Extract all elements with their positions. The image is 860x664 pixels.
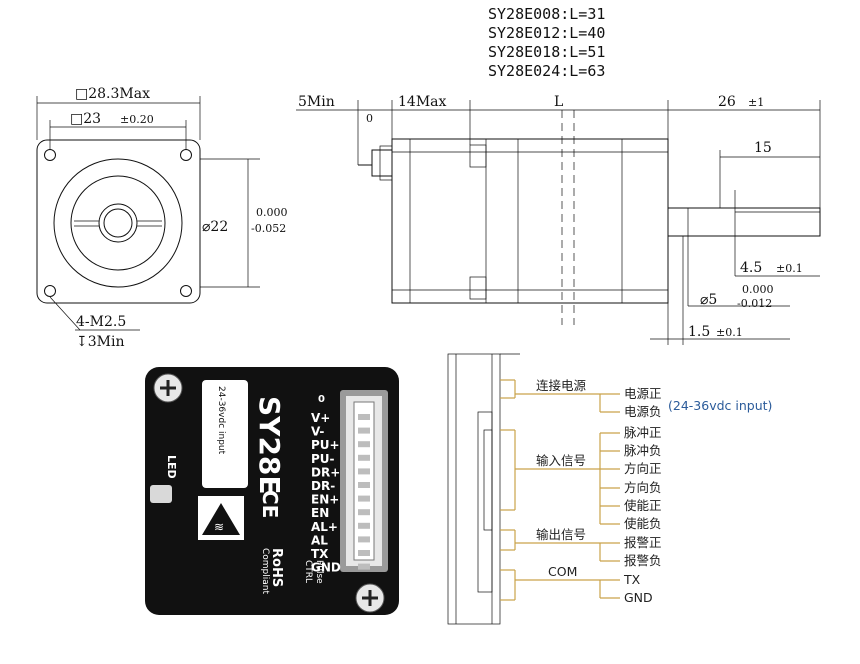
input-label: 24-36vdc input	[216, 386, 226, 455]
flat-depth-tol: ±0.1	[776, 262, 803, 275]
group-label: COM	[548, 564, 577, 579]
pilot-tol-lower: -0.052	[251, 222, 286, 235]
shaft-len-tol: ±1	[748, 96, 764, 109]
signal-label: 电源正	[624, 386, 662, 401]
shaft-len-dim: 26	[718, 94, 736, 110]
pin-contact	[358, 550, 370, 556]
pilot-tol-upper: 0.000	[256, 206, 288, 219]
ce-mark: CE	[258, 490, 282, 519]
front-len-dim: 14Max	[398, 94, 446, 110]
shaft-tol-lower: -0.012	[737, 297, 772, 310]
pin-contact	[358, 427, 370, 434]
voltage-note-text: (24-36vdc input)	[668, 398, 773, 413]
input-label-box: 24-36vdc input	[204, 380, 246, 488]
pin-label: EN+	[311, 493, 339, 507]
outer-size-label: □28.3Max	[75, 86, 150, 102]
pin-label: GND	[311, 561, 341, 575]
signal-label: 使能负	[624, 516, 662, 531]
body-len-dim: L	[554, 94, 563, 110]
pilot-label: ⌀22	[202, 219, 228, 235]
variant-2: SY28E012:L=40	[488, 24, 605, 42]
boss-tol: ±0.1	[716, 326, 743, 339]
flat-depth-dim: 4.5	[740, 260, 762, 276]
pin-contact	[358, 563, 370, 570]
signal-label: 脉冲正	[624, 425, 662, 440]
pin-label: AL+	[311, 520, 338, 534]
group-label: 连接电源	[536, 378, 587, 393]
signal-label: 脉冲负	[624, 443, 662, 458]
front-view: □28.3Max □23 ±0.20 ⌀22 0.000 -0.052 4-M2…	[36, 86, 288, 350]
ctrl-label: CTRL	[303, 560, 313, 584]
pin-contact	[358, 414, 370, 420]
pitch-tol: ±0.20	[120, 113, 154, 126]
variant-3: SY28E018:L=51	[488, 43, 605, 61]
pin-contact	[358, 509, 370, 516]
pin-contact	[358, 454, 370, 461]
led-label: LED	[165, 455, 178, 479]
pitch-label: □23	[70, 111, 101, 127]
top-screw-icon	[153, 373, 183, 403]
side-view: 5Min 0 14Max L 26 ±1 15 4.5 ±0.1 ⌀5 0.00…	[296, 94, 821, 345]
pin-label: DR+	[311, 465, 340, 479]
driver-board: ≋	[145, 367, 399, 615]
shaft-tol-upper: 0.000	[742, 283, 774, 296]
pin-contact	[358, 482, 370, 488]
pin-contact	[358, 495, 370, 502]
signal-label: 方向负	[624, 480, 662, 495]
pin-label: V-	[311, 425, 324, 439]
signal-label: 报警正	[624, 535, 662, 550]
signal-label: 方向正	[624, 461, 662, 476]
pin-label: TX	[311, 547, 329, 561]
compliant-label: Compliant	[260, 548, 270, 595]
model-label: SY28E	[253, 396, 286, 495]
signal-label: 使能正	[624, 498, 662, 513]
rohs-mark: RoHS	[269, 548, 284, 588]
depth-label: ↧3Min	[76, 334, 124, 350]
flat-len-dim: 15	[754, 140, 772, 156]
signal-label: TX	[623, 572, 641, 587]
pin-contact	[358, 536, 370, 543]
variant-1: SY28E008:L=31	[488, 5, 605, 23]
group-label: 输出信号	[536, 527, 586, 542]
pin-contact	[358, 468, 370, 475]
signal-label: 电源负	[624, 404, 662, 419]
pin-contact	[358, 441, 370, 448]
boss-dim: 1.5	[688, 324, 710, 340]
signal-label: 报警负	[624, 553, 662, 568]
pin-label: V+	[311, 411, 330, 425]
pulse-label: Pulse	[314, 560, 324, 584]
signal-label: GND	[624, 590, 653, 605]
pin-label: PU+	[311, 438, 340, 452]
pin-label: PU-	[311, 452, 335, 466]
group-label: 输入信号	[536, 453, 586, 468]
variant-4: SY28E024:L=63	[488, 62, 605, 80]
connector-zero: 0	[366, 112, 373, 125]
connector-dim: 5Min	[298, 94, 335, 110]
shaft-dia-dim: ⌀5	[700, 292, 717, 308]
pin-contact	[358, 522, 370, 529]
variants-list: SY28E008:L=31 SY28E012:L=40 SY28E018:L=5…	[488, 5, 605, 80]
bottom-screw-icon	[355, 583, 385, 613]
pin-label: EN	[311, 506, 329, 520]
pin-label: DR-	[311, 479, 335, 493]
wiring-diagram	[447, 353, 520, 625]
pin-label: AL	[311, 533, 328, 547]
pin-zero-label: 0	[318, 394, 325, 405]
heat-icon: ≋	[214, 520, 224, 534]
holes-label: 4-M2.5	[76, 314, 126, 330]
voltage-note: (24-36vdc input)	[668, 395, 772, 414]
